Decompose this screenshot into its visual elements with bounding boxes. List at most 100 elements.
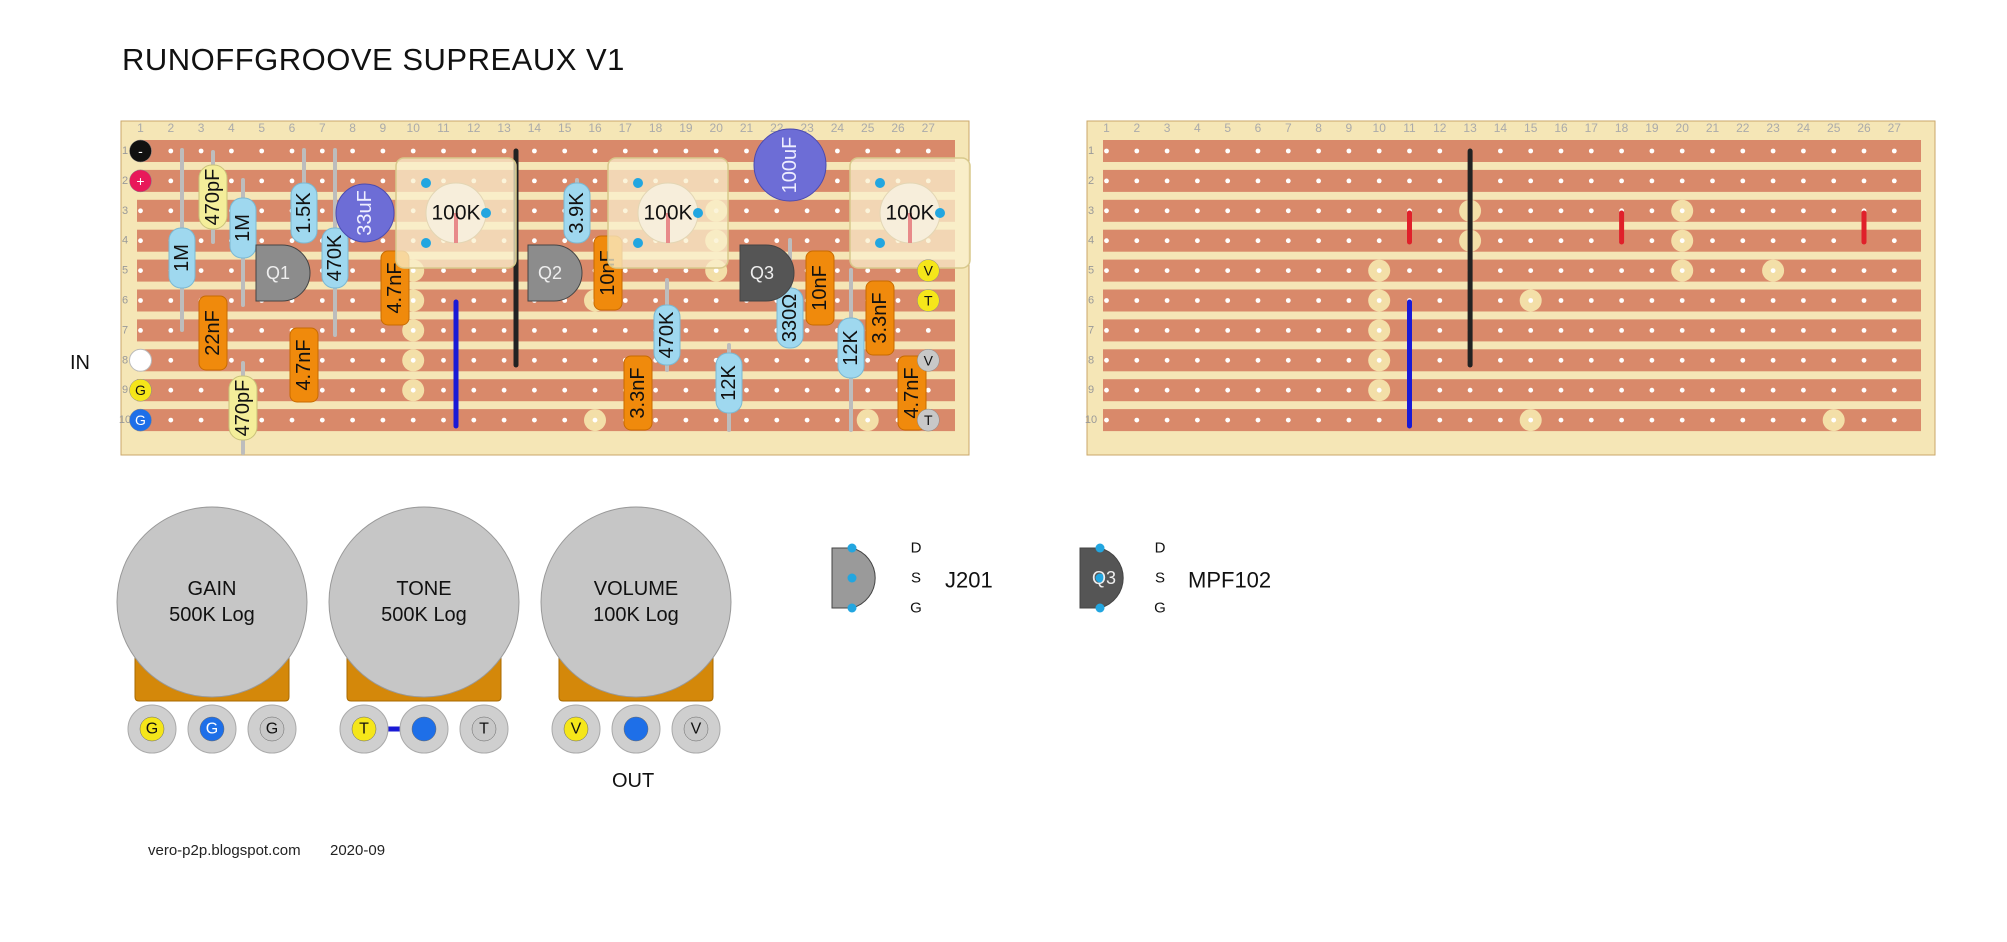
board-hole <box>1134 387 1140 393</box>
board-hole <box>653 268 658 273</box>
pot-name: VOLUME <box>594 578 678 600</box>
board-hole <box>1740 328 1746 333</box>
board-hole <box>1225 387 1231 393</box>
film-capacitor: 22nF <box>198 295 228 371</box>
board-hole <box>1316 417 1321 423</box>
board-hole <box>1528 298 1534 303</box>
legend-pin-label: G <box>910 600 922 617</box>
board-hole <box>622 298 628 303</box>
board-hole <box>1164 328 1170 333</box>
board-hole <box>1498 298 1503 303</box>
board-hole <box>168 298 174 303</box>
pot-lug-label: G <box>206 721 218 738</box>
board-hole <box>471 148 477 154</box>
column-number: 17 <box>619 121 633 135</box>
resistor: 1M <box>168 227 196 289</box>
board-hole <box>1437 387 1443 393</box>
board-hole <box>1770 298 1776 303</box>
trimmer-pot: 100K <box>607 157 729 269</box>
board-hole <box>471 328 477 333</box>
board-hole <box>1346 148 1352 154</box>
negative-pad <box>129 139 152 163</box>
board-hole <box>1891 178 1897 184</box>
board-hole <box>1498 238 1503 244</box>
board-hole <box>1164 417 1170 423</box>
board-hole <box>1316 208 1321 214</box>
board-hole <box>1285 357 1291 363</box>
board-hole <box>1255 417 1261 423</box>
trimmer-pin <box>481 208 491 218</box>
pot-name: TONE <box>396 578 451 600</box>
board-hole <box>1376 387 1382 393</box>
resistor-body <box>837 317 865 379</box>
row-number: 1 <box>122 145 128 157</box>
board-hole <box>1225 148 1231 154</box>
board-hole <box>592 148 598 154</box>
board-hole <box>471 298 477 303</box>
trimmer-pin <box>693 208 703 218</box>
board-hole <box>1558 208 1564 214</box>
row-number: 4 <box>1088 235 1094 247</box>
board-hole <box>804 387 810 393</box>
board-hole <box>562 387 568 393</box>
board-hole <box>835 238 840 244</box>
film-capacitor-value: 3.3nF <box>627 367 649 418</box>
board-hole <box>1346 328 1352 333</box>
board-hole <box>1770 148 1776 154</box>
board-hole <box>1891 298 1897 303</box>
board-hole <box>1195 357 1200 363</box>
jfet-transistor: Q1 <box>255 244 311 302</box>
legend-pin-label: D <box>1155 540 1166 557</box>
board-hole <box>1316 387 1321 393</box>
column-number: 20 <box>710 121 724 135</box>
board-hole <box>835 148 840 154</box>
column-number: 5 <box>258 121 265 135</box>
trimmer-pin <box>875 238 885 248</box>
board-hole <box>1558 148 1564 154</box>
board-hole <box>259 178 265 184</box>
board-hole <box>622 328 628 333</box>
board-hole <box>198 238 204 244</box>
board-hole <box>1588 417 1594 423</box>
column-number: 24 <box>831 121 845 135</box>
board-hole <box>410 417 416 423</box>
legend-pin <box>1095 543 1105 553</box>
board-hole <box>835 298 840 303</box>
film-capacitor: 3.3nF <box>623 355 653 431</box>
pot-lug-pad <box>411 716 437 742</box>
board-hole <box>1195 387 1200 393</box>
board-hole <box>1376 357 1382 363</box>
board-hole <box>653 298 658 303</box>
jfet-body <box>739 244 795 302</box>
board-hole <box>1528 417 1534 423</box>
board-hole <box>1770 208 1776 214</box>
board-hole <box>744 328 749 333</box>
board-hole <box>1376 148 1382 154</box>
board-hole <box>1376 208 1382 214</box>
volume-grey-pad <box>917 349 940 372</box>
board-hole <box>1285 238 1291 244</box>
board-hole <box>319 178 325 184</box>
board-hole <box>138 298 143 303</box>
pot-body <box>540 506 732 698</box>
board-hole <box>1134 417 1140 423</box>
legend-mpf102-name: MPF102 <box>1188 568 1271 593</box>
board-hole <box>1498 417 1503 423</box>
board-hole <box>895 298 901 303</box>
row-number: 4 <box>122 235 128 247</box>
column-number: 20 <box>1676 121 1690 135</box>
board-hole <box>713 328 719 333</box>
ceramic-capacitor-body <box>228 375 258 441</box>
board-hole <box>1528 357 1534 363</box>
film-capacitor-value: 4.7nF <box>293 339 315 390</box>
board-hole <box>532 238 537 244</box>
resistor-value: 12K <box>718 365 740 401</box>
board-hole <box>1467 387 1473 393</box>
board-hole <box>138 268 143 273</box>
board-hole <box>562 417 568 423</box>
board-hole <box>592 387 598 393</box>
legend-pin-label: D <box>911 540 922 557</box>
board-hole <box>441 357 446 363</box>
